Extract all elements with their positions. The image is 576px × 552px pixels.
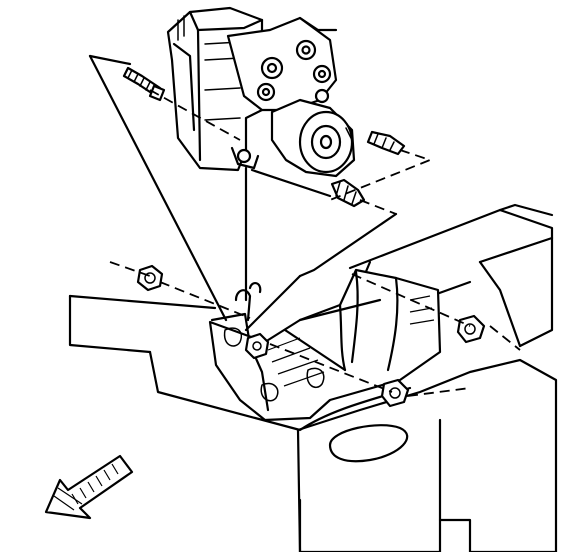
nut-icon: [136, 264, 486, 408]
bolt-icon: [122, 66, 406, 208]
alignment-lines: [88, 54, 521, 397]
mounting-bracket-icon: [208, 268, 442, 422]
frame-rail-icon: [68, 203, 558, 552]
abs-modulator-assembly-icon: [166, 6, 356, 178]
direction-arrow-icon: [44, 454, 134, 520]
